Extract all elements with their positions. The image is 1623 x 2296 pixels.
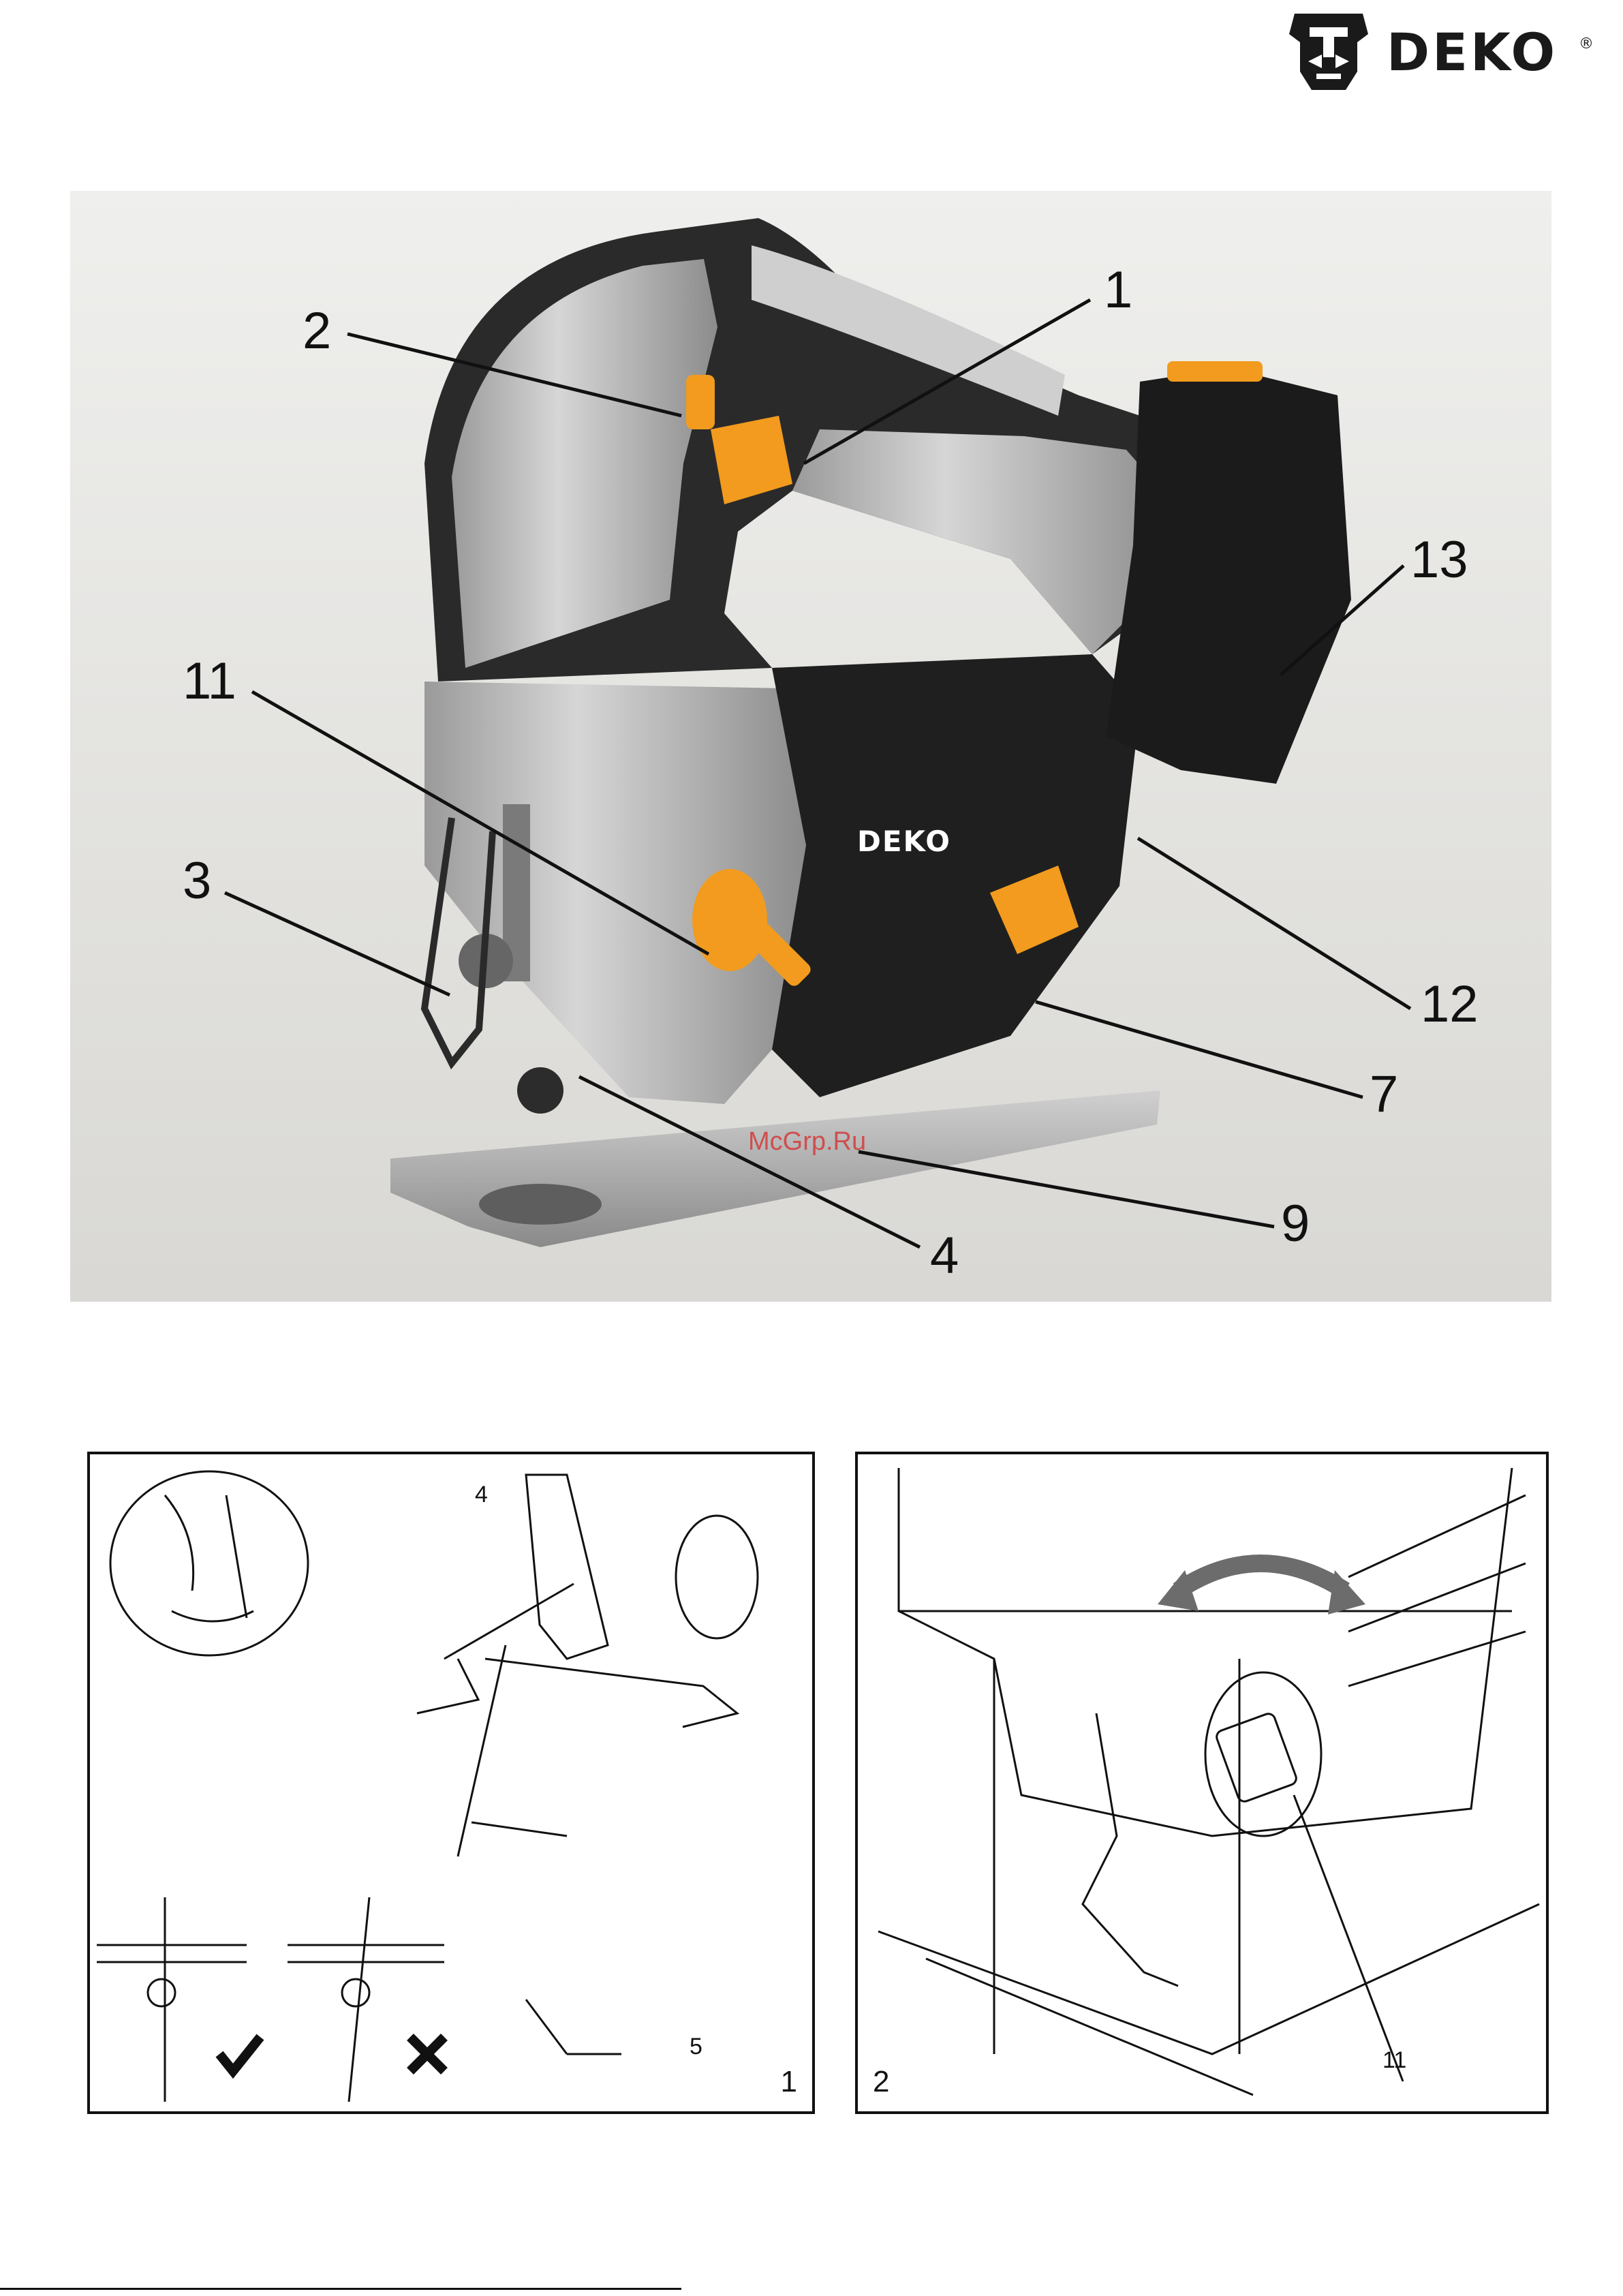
deko-logo-icon xyxy=(1281,7,1376,95)
blade-install-drawing xyxy=(90,1454,812,2111)
figure-2: 11 2 xyxy=(855,1452,1549,2114)
check-mark-icon xyxy=(219,2037,260,2071)
callout-1: 1 xyxy=(1104,264,1132,316)
callout-9: 9 xyxy=(1281,1198,1310,1250)
double-arrow-icon xyxy=(1178,1563,1345,1591)
figure-2-number: 2 xyxy=(873,2065,889,2099)
callout-7: 7 xyxy=(1370,1069,1398,1120)
fig1-label-4: 4 xyxy=(475,1482,488,1508)
callout-13: 13 xyxy=(1410,534,1468,586)
fig1-label-5: 5 xyxy=(690,2034,702,2060)
figure-1-number: 1 xyxy=(781,2065,797,2099)
callout-11: 11 xyxy=(183,656,236,707)
bottom-rule xyxy=(0,2288,681,2290)
cross-mark-icon xyxy=(410,2037,444,2071)
callout-4: 4 xyxy=(930,1230,959,1282)
product-photo: DEKO McGrp.Ru xyxy=(70,191,1551,1302)
callout-12: 12 xyxy=(1421,979,1479,1030)
speed-dial-drawing xyxy=(858,1454,1546,2111)
fig2-label-11: 11 xyxy=(1382,2047,1406,2074)
registered-mark: ® xyxy=(1579,35,1594,52)
body-logo: DEKO xyxy=(857,825,951,858)
brand-name: DEKO xyxy=(1387,22,1558,82)
callout-3: 3 xyxy=(183,855,211,907)
callout-2: 2 xyxy=(303,305,331,357)
watermark: McGrp.Ru xyxy=(748,1127,866,1157)
figure-1: 4 5 1 xyxy=(87,1452,815,2114)
